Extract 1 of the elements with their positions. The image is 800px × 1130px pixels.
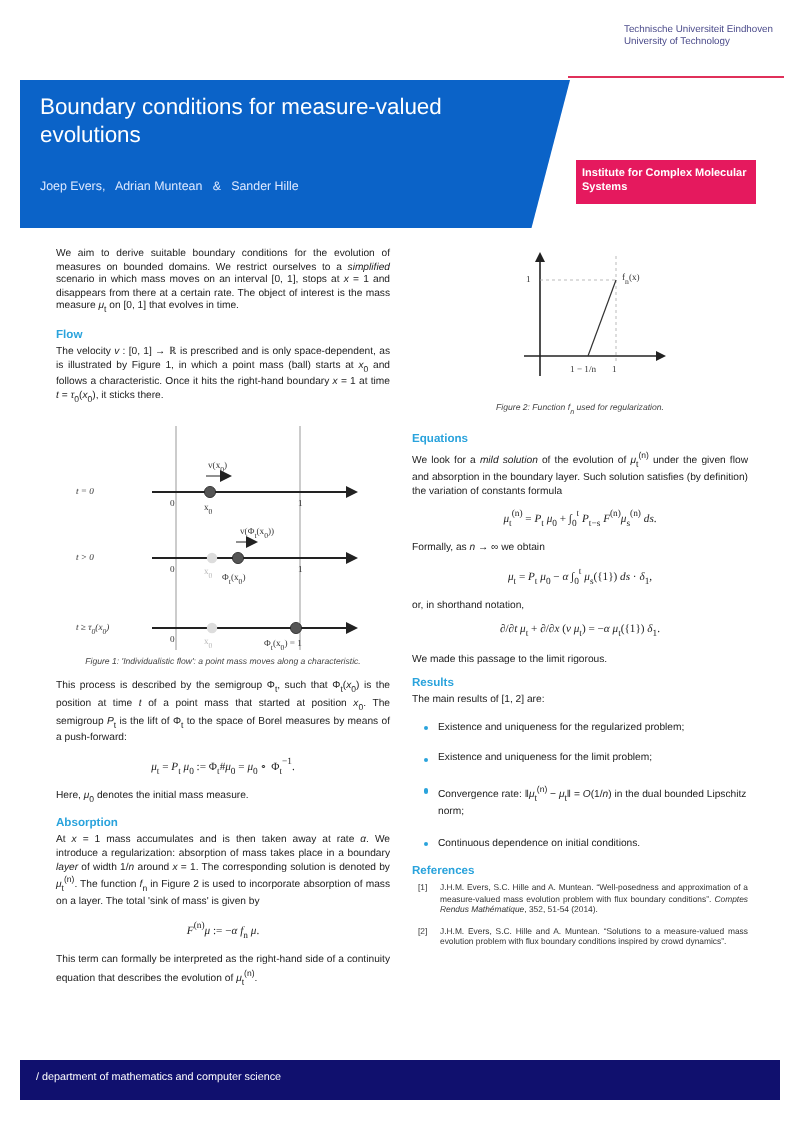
poster-title: Boundary conditions for measure-valued evolutions <box>40 94 444 150</box>
